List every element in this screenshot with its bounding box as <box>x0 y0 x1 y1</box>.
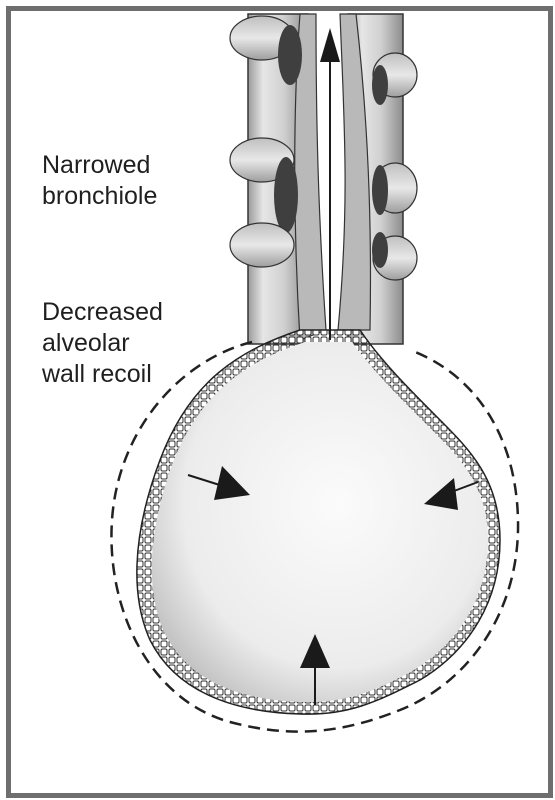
triangle-arrow-icon <box>424 478 479 510</box>
label-line: alveolar <box>42 329 130 357</box>
arrow-up-icon <box>320 28 340 340</box>
triangle-arrow-icon <box>187 466 250 500</box>
label-line: bronchiole <box>42 182 158 210</box>
normal-alveolus-outline <box>110 340 520 733</box>
alveolus-lumen <box>151 342 488 703</box>
decreased-recoil-label: Decreased alveolar wall recoil <box>42 297 163 390</box>
narrowed-bronchiole-label: Narrowed bronchiole <box>42 150 157 212</box>
triangle-arrow-icon <box>300 634 330 705</box>
label-line: Narrowed <box>42 151 151 179</box>
label-line: wall recoil <box>42 360 152 388</box>
label-line: Decreased <box>42 298 163 326</box>
smooth-muscle-bands <box>229 15 418 281</box>
